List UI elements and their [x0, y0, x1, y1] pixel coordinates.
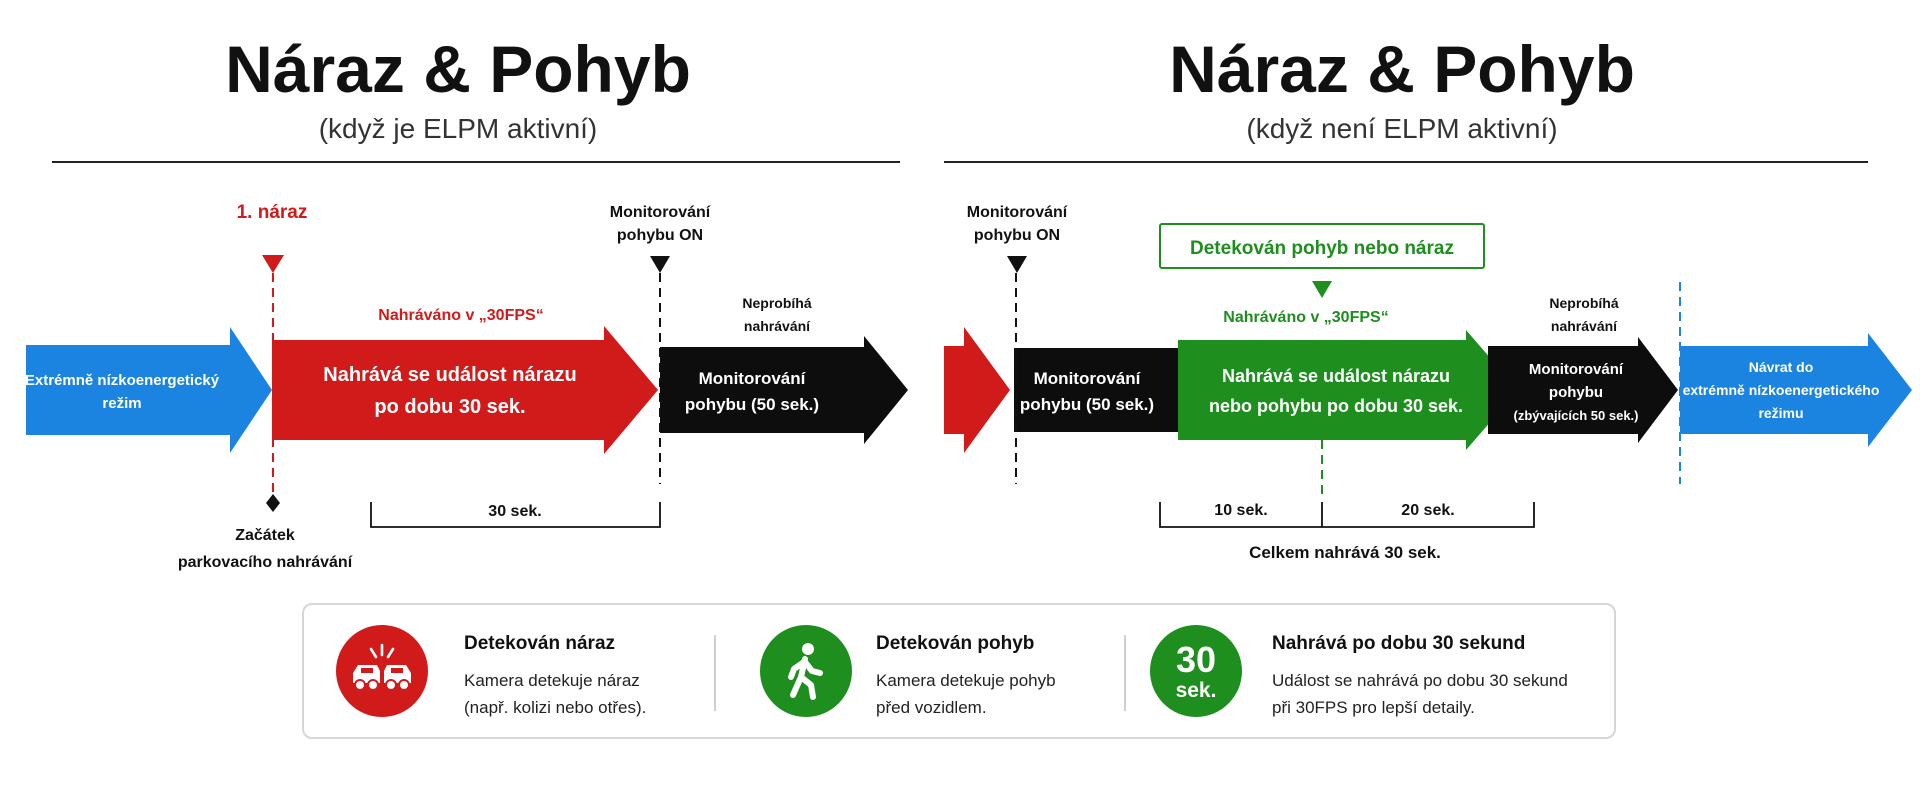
- left-stage-monitoring-line1: Monitorování: [699, 369, 807, 388]
- right-detected-marker: [1312, 281, 1332, 298]
- legend-impact-title: Detekován náraz: [464, 633, 616, 654]
- legend-motion-desc-line2: před vozidlem.: [876, 698, 987, 717]
- car-crash-icon: [336, 625, 428, 717]
- left-start-label-line2: parkovacího nahrávání: [178, 554, 353, 571]
- right-post-duration: 20 sek.: [1401, 502, 1454, 519]
- right-stage-remaining-line1: Monitorování: [1529, 361, 1624, 378]
- right-title: Náraz & Pohyb: [1169, 32, 1635, 106]
- right-stage-remaining-line2: pohybu: [1549, 384, 1603, 401]
- legend-motion-desc-line1: Kamera detekuje pohyb: [876, 671, 1056, 690]
- left-stage-impact-line1: Nahrává se událost nárazu: [323, 364, 576, 386]
- left-title: Náraz & Pohyb: [225, 32, 691, 106]
- right-arrow-event-recording: [1178, 330, 1518, 450]
- right-stage-return-line1: Návrat do: [1749, 359, 1814, 375]
- legend-record-desc-line1: Událost se nahrává po dobu 30 sekund: [1272, 671, 1568, 690]
- left-stage-extreme-line2: režim: [102, 395, 141, 412]
- right-stage-event-line2: nebo pohybu po dobu 30 sek.: [1209, 396, 1463, 416]
- right-arrow-return-low-power: [1680, 333, 1912, 447]
- walking-person-icon: [760, 625, 852, 717]
- left-not-recording-line1: Neprobíhá: [742, 295, 811, 311]
- legend-impact-desc: Kamera detekuje náraz (např. kolizi nebo…: [464, 667, 646, 721]
- left-impact-marker: [262, 255, 284, 273]
- left-not-recording-line2: nahrávání: [744, 318, 811, 334]
- right-duration-bracket: [1159, 502, 1535, 528]
- left-duration-bracket: [370, 502, 661, 528]
- legend-record-desc: Událost se nahrává po dobu 30 sekund při…: [1272, 667, 1568, 721]
- legend-separator: [1124, 635, 1126, 711]
- left-panel: Náraz & Pohyb (když je ELPM aktivní) Ext…: [25, 32, 908, 571]
- right-subtitle: (když není ELPM aktivní): [1246, 113, 1557, 144]
- legend-separator: [714, 635, 716, 711]
- legend-item-motion: Detekován pohyb Kamera detekuje pohyb př…: [716, 605, 1126, 737]
- right-stage-event-line1: Nahrává se událost nárazu: [1222, 366, 1450, 386]
- legend-panel: Detekován náraz Kamera detekuje náraz (n…: [302, 603, 1616, 739]
- legend-record-desc-line2: při 30FPS pro lepší detaily.: [1272, 698, 1475, 717]
- left-monitoring-on-line2: pohybu ON: [617, 227, 703, 244]
- right-stage-remaining-line3: (zbývajících 50 sek.): [1513, 408, 1638, 423]
- record-30-sec-badge: 30 sek.: [1150, 625, 1242, 717]
- left-duration-label: 30 sek.: [488, 503, 541, 520]
- left-monitoring-marker: [650, 256, 670, 273]
- left-stage-monitoring-line2: pohybu (50 sek.): [685, 395, 819, 414]
- right-stage-return-line3: režimu: [1758, 405, 1803, 421]
- left-subtitle: (když je ELPM aktivní): [319, 113, 598, 144]
- badge-number: 30: [1175, 638, 1217, 680]
- right-stage-return-line2: extrémně nízkoenergetického: [1683, 382, 1880, 398]
- right-monitoring-on-line2: pohybu ON: [974, 227, 1060, 244]
- left-stage-impact-line2: po dobu 30 sek.: [374, 396, 525, 418]
- right-not-recording-line1: Neprobíhá: [1549, 295, 1618, 311]
- badge-unit: sek.: [1175, 678, 1217, 702]
- legend-motion-desc: Kamera detekuje pohyb před vozidlem.: [876, 667, 1056, 721]
- legend-item-record: 30 sek. Nahrává po dobu 30 sekund Událos…: [1126, 605, 1614, 737]
- legend-motion-title: Detekován pohyb: [876, 633, 1035, 654]
- right-detected-label: Detekován pohyb nebo náraz: [1190, 238, 1454, 259]
- left-start-diamond: [266, 494, 280, 512]
- left-arrow-extreme-low-power: [26, 327, 272, 453]
- right-monitoring-marker: [1007, 256, 1027, 273]
- right-not-recording-line2: nahrávání: [1551, 318, 1618, 334]
- right-pre-duration: 10 sek.: [1214, 502, 1267, 519]
- right-recorded-fps: Nahráváno v „30FPS“: [1223, 309, 1388, 326]
- right-total-duration: Celkem nahrává 30 sek.: [1249, 543, 1441, 562]
- left-stage-extreme-line1: Extrémně nízkoenergetický: [25, 372, 220, 389]
- left-arrow-motion-monitoring: [660, 336, 908, 444]
- right-detected-box: [1159, 223, 1485, 269]
- legend-impact-desc-line2: (např. kolizi nebo otřes).: [464, 698, 647, 717]
- right-arrow-remaining-monitoring: [1488, 337, 1678, 443]
- left-start-label-line1: Začátek: [235, 527, 295, 544]
- right-stage-monitoring-line2: pohybu (50 sek.): [1020, 395, 1154, 414]
- left-impact-label: 1. náraz: [237, 202, 308, 223]
- left-recorded-fps: Nahráváno v „30FPS“: [378, 307, 543, 324]
- right-arrow-red-start: [944, 327, 1010, 453]
- legend-item-impact: Detekován náraz Kamera detekuje náraz (n…: [304, 605, 714, 737]
- left-arrow-impact-recording: [272, 326, 658, 454]
- right-monitoring-on-line1: Monitorování: [967, 204, 1068, 221]
- left-monitoring-on-line1: Monitorování: [610, 204, 711, 221]
- right-stage-monitoring-line1: Monitorování: [1034, 369, 1142, 388]
- right-arrow-motion-monitoring: [1014, 348, 1178, 432]
- legend-record-title: Nahrává po dobu 30 sekund: [1272, 633, 1526, 654]
- legend-impact-desc-line1: Kamera detekuje náraz: [464, 671, 640, 690]
- right-panel: Náraz & Pohyb (když není ELPM aktivní) M…: [944, 32, 1912, 562]
